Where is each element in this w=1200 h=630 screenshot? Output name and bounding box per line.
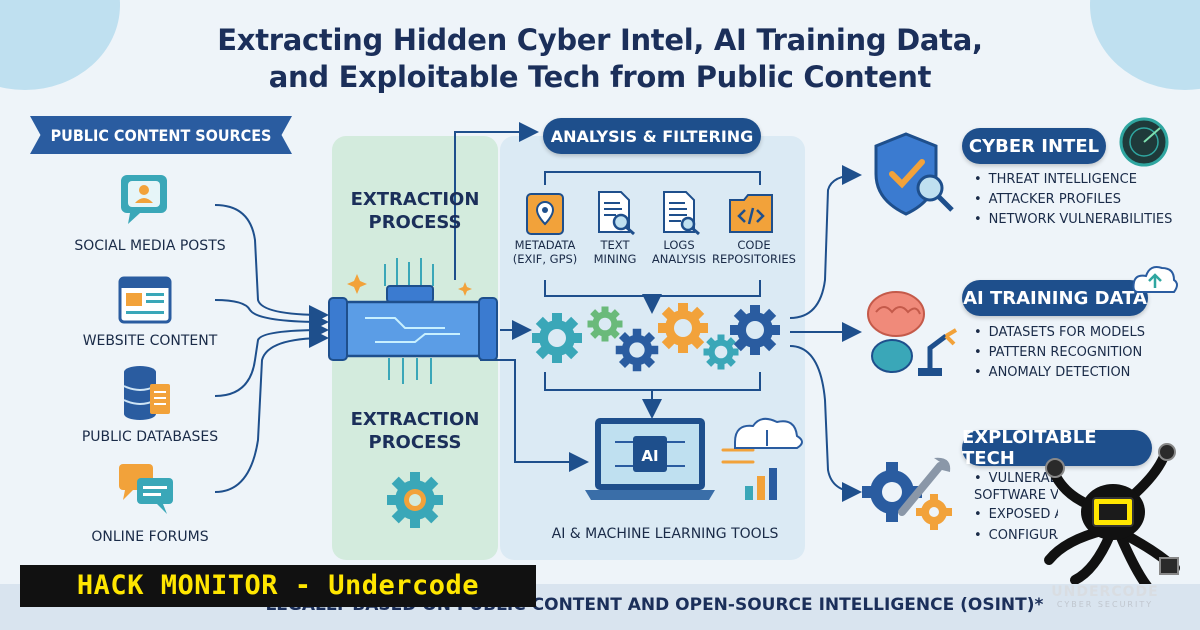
code-folder-icon [729,194,773,233]
location-file-icon [526,193,564,235]
hack-monitor-banner: HACK MONITOR - Undercode [20,565,536,607]
gears-cluster-icon [532,303,780,372]
analysis-logs: LOGS ANALYSIS [642,238,716,266]
bullet-item: EXPOSED APIS [974,506,1058,523]
webpage-icon [118,276,172,324]
document-search-icon [598,191,635,236]
exploitable-tech-bullets-wrap: VULNERABLE SOFTWARE VERSIONS EXPOSED API… [968,470,1058,550]
bullet-item: ANOMALY DETECTION [974,363,1145,383]
profile-icon [121,175,167,224]
analysis-text-mining: TEXT MINING [580,238,650,266]
ai-chip-text: AI [641,447,659,465]
source-website-content: WEBSITE CONTENT [82,333,218,349]
chat-icon [119,464,173,514]
analysis-metadata: METADATA (EXIF, GPS) [505,238,585,266]
bullet-item: PATTERN RECOGNITION [974,343,1145,363]
log-file-icon [663,191,700,236]
extraction-label-bottom-text: EXTRACTION PROCESS [350,409,480,453]
brain-robot-icon [867,291,958,376]
bullet-item: VULNERABLE SOFTWARE VERSIONS [974,470,1058,504]
analysis-code-repos-text: CODE REPOSITORIES [712,238,796,266]
bullet-item: THREAT INTELLIGENCE [974,170,1172,190]
source-online-forums: ONLINE FORUMS [91,529,209,545]
ai-laptop-icon [585,417,803,500]
bullet-item: ATTACKER PROFILES [974,190,1172,210]
bullet-item: NETWORK VULNERABILITIES [974,210,1173,230]
database-icon [123,366,170,420]
analysis-metadata-text: METADATA (EXIF, GPS) [512,238,578,266]
extraction-label-top: EXTRACTION PROCESS [335,188,495,234]
analysis-logs-text: LOGS ANALYSIS [651,238,707,266]
output-heading-ai-training-data: AI TRAINING DATA [962,280,1148,316]
analysis-heading: ANALYSIS & FILTERING [543,118,761,154]
pipe-icon [328,258,498,384]
analysis-text-mining-text: TEXT MINING [593,238,637,266]
analysis-code-repos: CODE REPOSITORIES [708,238,800,266]
shield-check-icon [874,132,954,216]
page-title: Extracting Hidden Cyber Intel, AI Traini… [150,22,1050,96]
bullet-item: DATASETS FOR MODELS [974,323,1145,343]
octopus-hacker-mascot [1044,443,1180,590]
cyber-intel-bullets: THREAT INTELLIGENCE ATTACKER PROFILES NE… [974,170,1173,230]
gear-icon [387,472,443,528]
ai-training-bullets: DATASETS FOR MODELS PATTERN RECOGNITION … [974,323,1145,383]
title-line-1: Extracting Hidden Cyber Intel, AI Traini… [217,23,983,57]
bullet-item: CONFIGURATION ERRORS [974,527,1058,544]
brand-logo-subtext: CYBER SECURITY [1056,600,1154,609]
sources-heading: PUBLIC CONTENT SOURCES [30,116,292,154]
source-public-databases: PUBLIC DATABASES [81,429,219,445]
extraction-label-bottom: EXTRACTION PROCESS [335,408,495,454]
exploitable-tech-bullets: VULNERABLE SOFTWARE VERSIONS EXPOSED API… [974,470,1058,544]
wrench-gear-icon [862,457,952,530]
extraction-label-top-text: EXTRACTION PROCESS [350,189,480,233]
ai-ml-tools-label: AI & MACHINE LEARNING TOOLS [551,526,779,542]
brand-logo-text: UNDERCODE [1051,584,1159,600]
source-social-media: SOCIAL MEDIA POSTS [74,238,226,254]
radar-icon [1119,117,1169,167]
output-heading-cyber-intel: CYBER INTEL [962,128,1106,164]
cloud-upload-icon [1132,266,1178,293]
title-line-2: and Exploitable Tech from Public Content [268,60,932,94]
